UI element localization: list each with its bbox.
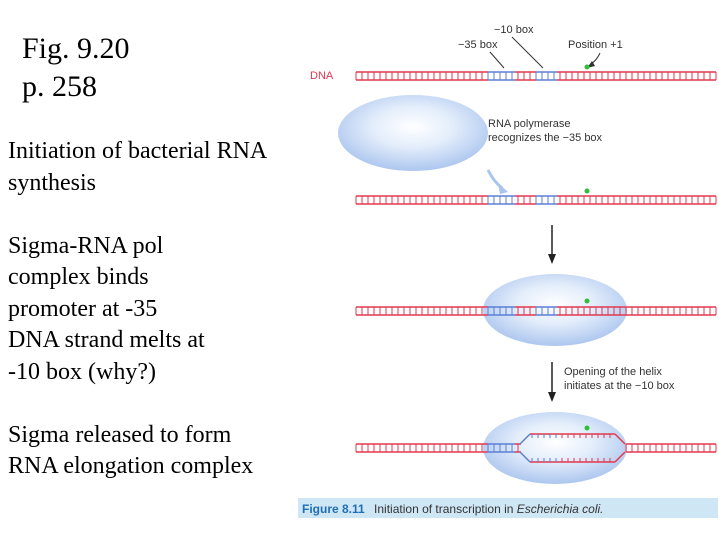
helix-caption-line1: Opening of the helix: [564, 366, 662, 378]
figure-reference: Fig. 9.20 p. 258: [22, 30, 130, 106]
dna-label: DNA: [310, 70, 334, 82]
dna-strand-closed-complex: [355, 306, 717, 316]
position-dot: [584, 425, 590, 431]
body-line: Sigma released to form: [8, 421, 232, 448]
dna-segment: [614, 451, 626, 463]
minus10-pointer: [511, 36, 544, 69]
caption-bar: [298, 498, 718, 518]
body-line: synthesis: [8, 169, 97, 196]
rna-polymerase-bound: [483, 274, 627, 346]
body-line: RNA elongation complex: [8, 453, 254, 479]
page-number: p. 258: [22, 70, 97, 103]
dna-segment: [519, 433, 531, 445]
helix-caption-line2: initiates at the −10 box: [564, 380, 675, 392]
minus10-label: −10 box: [494, 24, 534, 36]
position-dot: [584, 64, 590, 70]
rna-polymerase-open-complex: [483, 412, 627, 484]
rna-polymerase-free: [338, 95, 488, 171]
body-line: Sigma-RNA pol: [8, 232, 164, 259]
polymerase-caption-line2: recognizes the −35 box: [488, 132, 603, 144]
minus35-label: −35 box: [458, 39, 498, 51]
figure-number: Fig. 9.20: [22, 32, 130, 65]
caption-prefix: Figure 8.11: [302, 502, 365, 516]
body-line: -10 box (why?): [8, 358, 156, 385]
slide-body-text: Initiation of bacterial RNA synthesis Si…: [8, 136, 267, 483]
figure-caption: Figure 8.11 Initiation of transcription …: [302, 502, 604, 516]
dna-segment: [614, 433, 626, 445]
dna-segment: [519, 451, 531, 463]
body-line: promoter at -35: [8, 295, 158, 322]
dna-strand-open-complex: [355, 433, 717, 463]
position-label: Position +1: [568, 39, 623, 51]
caption-species: Escherichia coli.: [517, 502, 604, 516]
dna-strand-approach: [355, 195, 717, 205]
position-dot: [584, 298, 590, 304]
minus35-pointer: [489, 51, 505, 69]
caption-text: Initiation of transcription in: [374, 502, 517, 516]
dna-strand-initial: [355, 71, 717, 81]
position-dot: [584, 188, 590, 194]
body-line: complex binds: [8, 264, 149, 290]
body-line: DNA strand melts at: [8, 327, 205, 353]
polymerase-caption-line1: RNA polymerase: [488, 118, 571, 130]
body-line: Initiation of bacterial RNA: [8, 138, 268, 164]
